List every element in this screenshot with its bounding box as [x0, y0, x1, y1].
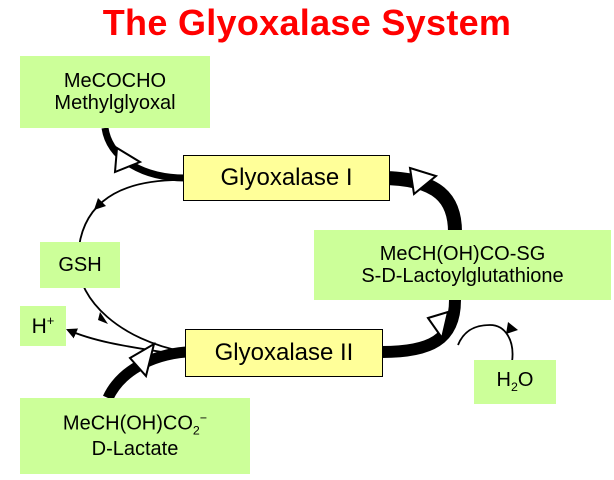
diagram-title: The Glyoxalase System: [102, 2, 512, 43]
glyoxalase-1-label: Glyoxalase I: [220, 163, 353, 191]
water-input-arc: [457, 324, 514, 363]
lactate-formula-main: MeCH(OH)CO: [62, 412, 193, 435]
proton-release-arrow: [66, 328, 187, 357]
main-cycle-arc-top: [379, 171, 462, 233]
lactate-subscript: 2: [192, 423, 200, 438]
proton-label: H+: [31, 312, 55, 339]
water-arc-arrowhead: [506, 322, 518, 334]
lactate-formula: MeCH(OH)CO2−: [62, 410, 208, 439]
water-o: O: [517, 369, 534, 392]
water-label: H2O: [497, 369, 534, 395]
gsh-box: GSH: [40, 242, 120, 288]
methylglyoxal-formula: MeCOCHO: [63, 69, 167, 92]
glyoxalase-1-box: Glyoxalase I: [183, 155, 390, 201]
glyoxalase-2-box: Glyoxalase II: [185, 329, 383, 377]
lactoylglutathione-name: S-D-Lactoylglutathione: [361, 265, 564, 287]
arrowhead-gly2-to-lactate: [128, 341, 156, 379]
glyoxalase-2-label: Glyoxalase II: [214, 338, 354, 366]
proton-charge: +: [46, 312, 55, 328]
proton-box: H+: [20, 306, 66, 346]
water-subscript: 2: [510, 380, 518, 395]
gsh-arc-arrowhead-lower: [98, 312, 108, 324]
lactate-name: D-Lactate: [91, 438, 179, 461]
water-box: H2O: [474, 360, 556, 404]
gsh-arc-arrowhead-upper: [94, 198, 106, 210]
water-h: H: [496, 369, 511, 392]
gsh-label: GSH: [58, 253, 102, 276]
lactoylglutathione-box: MeCH(OH)CO-SG S-D-Lactoylglutathione: [314, 230, 611, 300]
methylglyoxal-name: Methylglyoxal: [54, 92, 176, 114]
lactate-box: MeCH(OH)CO2− D-Lactate: [20, 398, 250, 474]
lactate-charge: −: [199, 410, 208, 425]
methylglyoxal-box: MeCOCHO Methylglyoxal: [20, 56, 210, 128]
main-cycle-arc-right: [381, 299, 461, 358]
arrowhead-gly1-to-lactoyl: [408, 166, 439, 196]
arrowhead-into-gly1: [113, 146, 143, 174]
lactoylglutathione-formula: MeCH(OH)CO-SG: [379, 242, 546, 265]
arrowhead-lactoyl-to-gly2: [426, 310, 450, 341]
proton-symbol: H: [31, 314, 47, 338]
